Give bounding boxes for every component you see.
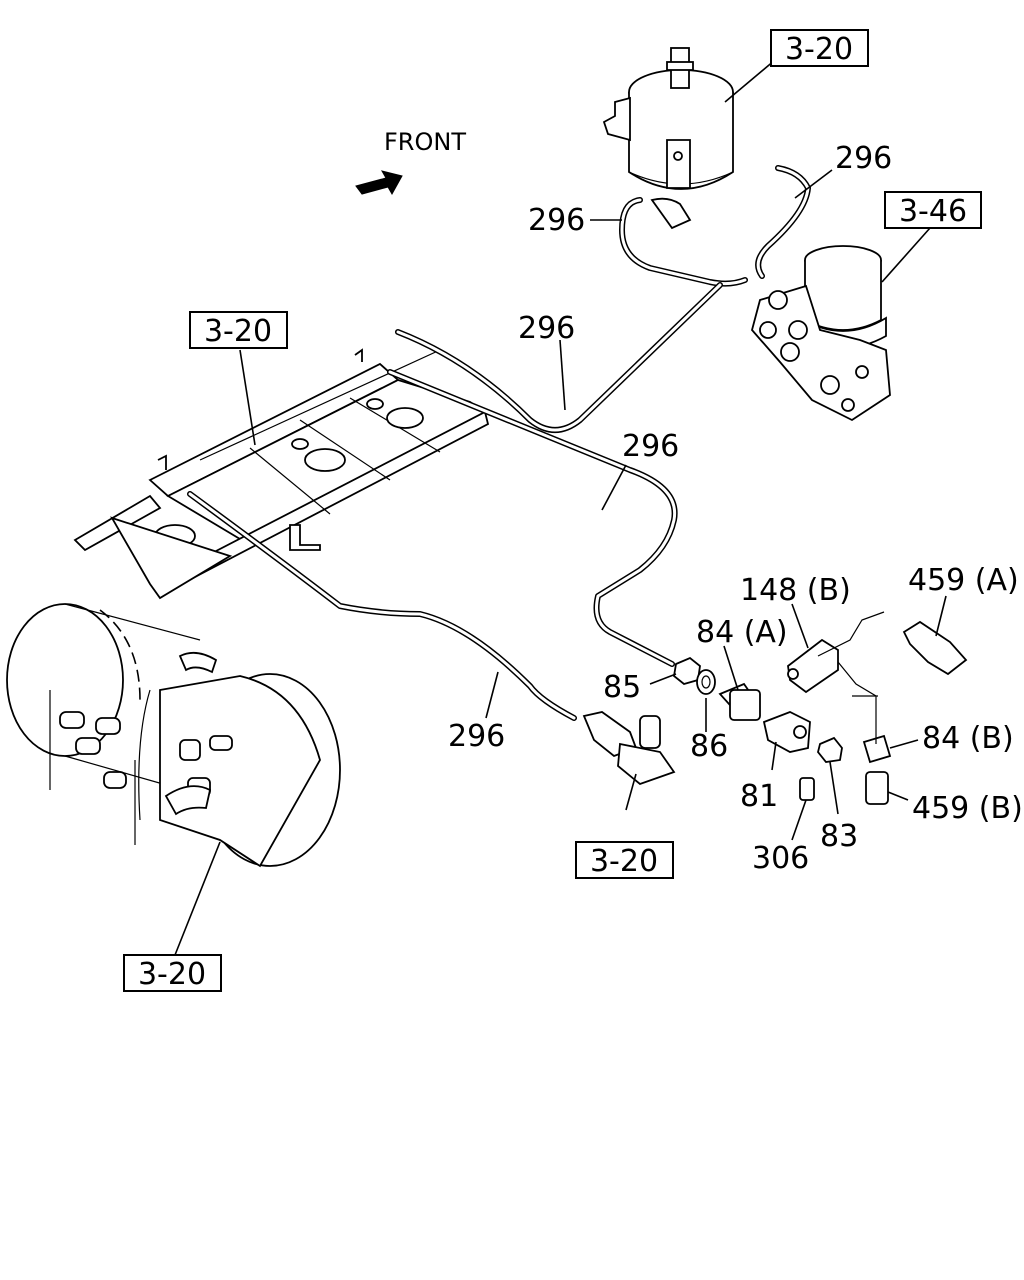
ref-box-valve[interactable]: 3-20 (575, 841, 674, 879)
callout-85: 85 (603, 670, 641, 705)
callout-296-mid-pipe: 296 (622, 429, 679, 464)
ref-frame-label: 3-20 (204, 314, 272, 349)
callout-83: 83 (820, 819, 858, 854)
valve-assembly (582, 711, 676, 786)
callout-296-frame-pipe: 296 (518, 311, 575, 346)
lower-air-tank (6, 603, 341, 868)
ref-box-frame[interactable]: 3-20 (189, 311, 288, 349)
callout-296-dryer-pipe: 296 (835, 141, 892, 176)
ref-box-tank[interactable]: 3-20 (123, 954, 222, 992)
ref-dryer-label: 3-46 (899, 194, 967, 229)
pipe-296-set (187, 165, 811, 721)
callout-296-tank-pipe: 296 (528, 203, 585, 238)
callout-459a: 459 (A) (908, 563, 1019, 598)
ref-tank-label: 3-20 (138, 957, 206, 992)
ref-box-dryer[interactable]: 3-46 (884, 191, 982, 229)
callout-148b: 148 (B) (740, 573, 851, 608)
ref-box-top[interactable]: 3-20 (770, 29, 869, 67)
callout-84a: 84 (A) (696, 615, 788, 650)
leader-lines (174, 59, 947, 956)
upper-air-tank (602, 47, 734, 230)
callout-306: 306 (752, 841, 809, 876)
front-arrow-icon (355, 170, 403, 196)
air-dryer (751, 245, 891, 422)
callout-296-lower-pipe: 296 (448, 719, 505, 754)
ref-top-label: 3-20 (785, 32, 853, 67)
callout-81: 81 (740, 779, 778, 814)
callout-84b: 84 (B) (922, 721, 1014, 756)
callout-86: 86 (690, 729, 728, 764)
ref-valve-label: 3-20 (590, 844, 658, 879)
callout-459b: 459 (B) (912, 791, 1023, 826)
front-label: FRONT (384, 128, 466, 156)
